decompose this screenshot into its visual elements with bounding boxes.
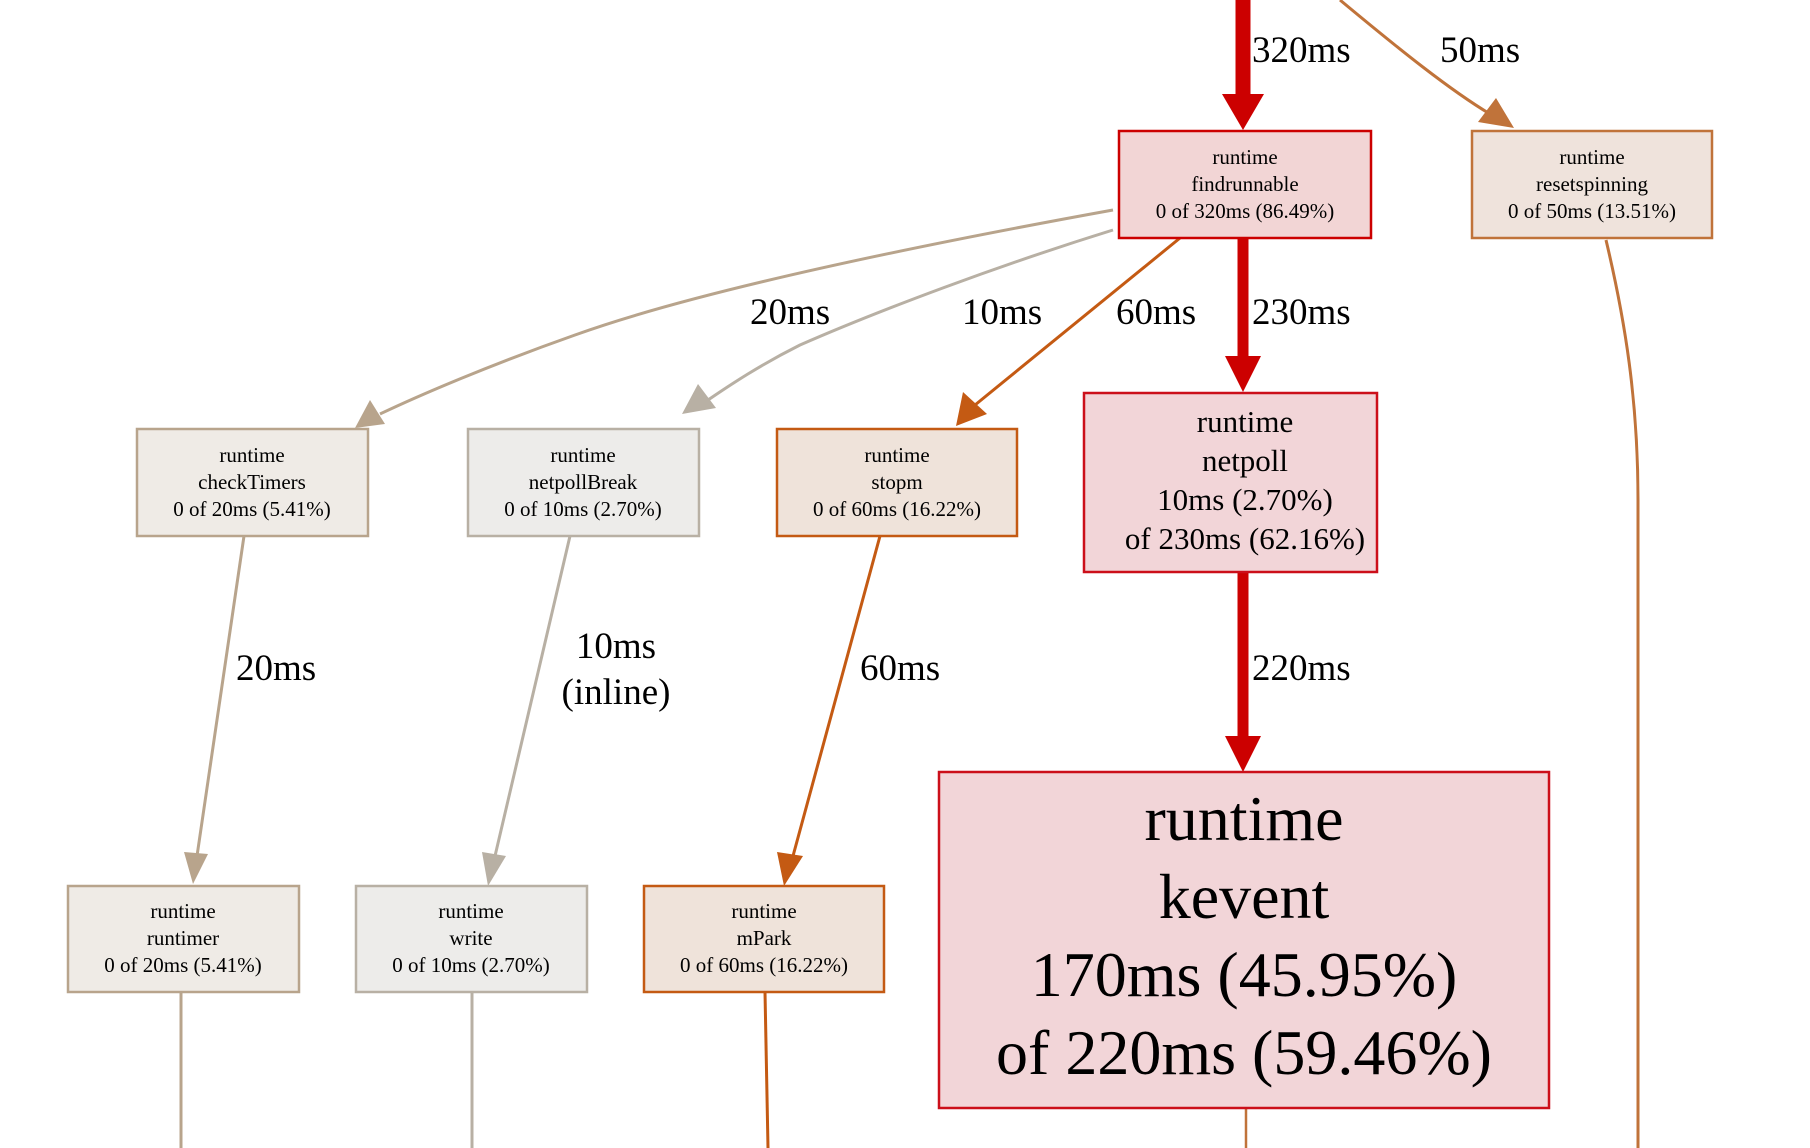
edge-checktimers-runtimer[interactable]: 20ms <box>184 535 316 884</box>
node-findrunnable[interactable]: runtime findrunnable 0 of 320ms (86.49%) <box>1117 129 1373 240</box>
node-cost: 0 of 20ms (5.41%) <box>104 953 261 977</box>
edge-arrowhead <box>1225 356 1261 392</box>
node-function: stopm <box>871 470 922 494</box>
edge-findrunnable-stopm[interactable]: 60ms <box>956 236 1196 426</box>
node-cost: 0 of 320ms (86.49%) <box>1156 199 1334 223</box>
node-resetspinning[interactable]: runtime resetspinning 0 of 50ms (13.51%) <box>1470 129 1714 240</box>
node-netpoll[interactable]: runtime netpoll 10ms (2.70%) of 230ms (6… <box>1082 391 1379 574</box>
edge-line <box>791 535 882 857</box>
edge-arrowhead <box>482 852 506 886</box>
node-package: runtime <box>438 899 503 923</box>
edge-line <box>1604 239 1640 1148</box>
node-netpollbreak[interactable]: runtime netpollBreak 0 of 10ms (2.70%) <box>466 427 701 538</box>
node-function: write <box>449 926 492 950</box>
edge-line <box>1339 0 1491 116</box>
node-package: runtime <box>550 443 615 467</box>
node-package: runtime <box>219 443 284 467</box>
edge-label: 10ms <box>962 292 1042 333</box>
node-stopm[interactable]: runtime stopm 0 of 60ms (16.22%) <box>775 427 1019 538</box>
node-function: findrunnable <box>1191 172 1298 196</box>
node-mpark[interactable]: runtime mPark 0 of 60ms (16.22%) <box>642 884 886 994</box>
edge-arrowhead <box>1222 94 1264 130</box>
edge-label: (inline) <box>562 672 671 713</box>
edge-arrowhead <box>1478 98 1514 128</box>
edge-arrowhead <box>184 852 208 884</box>
node-kevent[interactable]: runtime kevent 170ms (45.95%) of 220ms (… <box>937 770 1551 1110</box>
edge-label: 220ms <box>1252 648 1351 689</box>
edge-arrowhead <box>682 384 716 414</box>
node-package: runtime <box>864 443 929 467</box>
edge-line <box>763 991 770 1148</box>
edge-arrowhead <box>956 392 987 426</box>
node-cost: 0 of 20ms (5.41%) <box>173 497 330 521</box>
node-checktimers[interactable]: runtime checkTimers 0 of 20ms (5.41%) <box>135 427 370 538</box>
node-flat-cost: 10ms (2.70%) <box>1157 482 1333 517</box>
edge-findrunnable-netpoll[interactable]: 230ms <box>1225 238 1351 392</box>
node-package: runtime <box>1212 145 1277 169</box>
node-flat-cost: 170ms (45.95%) <box>1031 939 1458 1010</box>
edge-label: 230ms <box>1252 292 1351 333</box>
node-cost: 0 of 60ms (16.22%) <box>680 953 848 977</box>
node-package: runtime <box>150 899 215 923</box>
node-cost: 0 of 50ms (13.51%) <box>1508 199 1676 223</box>
edge-arrowhead <box>355 400 385 428</box>
node-cost: 0 of 60ms (16.22%) <box>813 497 981 521</box>
edge-mpark-out[interactable] <box>763 991 770 1148</box>
edge-into-resetspinning[interactable]: 50ms <box>1339 0 1520 128</box>
node-function: mPark <box>737 926 792 950</box>
node-function: kevent <box>1159 861 1330 932</box>
edge-line <box>195 535 246 857</box>
node-cost: 0 of 10ms (2.70%) <box>504 497 661 521</box>
edge-label: 320ms <box>1252 30 1351 71</box>
node-function: netpoll <box>1202 443 1288 478</box>
node-function: resetspinning <box>1536 172 1648 196</box>
edge-line <box>974 236 1181 407</box>
edge-stopm-mpark[interactable]: 60ms <box>777 535 940 886</box>
edge-resetspinning-out[interactable] <box>1604 239 1640 1148</box>
node-function: netpollBreak <box>529 470 638 494</box>
node-function: runtimer <box>147 926 219 950</box>
node-cost: 0 of 10ms (2.70%) <box>392 953 549 977</box>
edge-netpoll-kevent[interactable]: 220ms <box>1225 572 1351 772</box>
node-cum-cost: of 230ms (62.16%) <box>1125 521 1365 556</box>
edge-netpollbreak-write[interactable]: 10ms (inline) <box>482 535 671 886</box>
node-runtimer[interactable]: runtime runtimer 0 of 20ms (5.41%) <box>66 884 301 994</box>
node-package: runtime <box>1144 783 1343 854</box>
node-package: runtime <box>1559 145 1624 169</box>
edge-label: 50ms <box>1440 30 1520 71</box>
edge-line <box>493 535 572 857</box>
node-function: checkTimers <box>198 470 306 494</box>
edge-findrunnable-netpollbreak[interactable]: 10ms <box>682 228 1114 414</box>
edge-into-findrunnable[interactable]: 320ms <box>1222 0 1351 130</box>
edge-arrowhead <box>777 852 803 886</box>
edge-label: 10ms <box>576 626 656 667</box>
node-package: runtime <box>731 899 796 923</box>
node-cum-cost: of 220ms (59.46%) <box>996 1017 1492 1088</box>
node-write[interactable]: runtime write 0 of 10ms (2.70%) <box>354 884 589 994</box>
edge-arrowhead <box>1225 736 1261 772</box>
edge-findrunnable-checktimers[interactable]: 20ms <box>355 208 1114 428</box>
edge-label: 60ms <box>860 648 940 689</box>
edge-label: 20ms <box>236 648 316 689</box>
node-package: runtime <box>1197 404 1293 439</box>
edge-line <box>379 208 1114 416</box>
edge-line <box>707 228 1114 402</box>
edge-label: 20ms <box>750 292 830 333</box>
edge-label: 60ms <box>1116 292 1196 333</box>
